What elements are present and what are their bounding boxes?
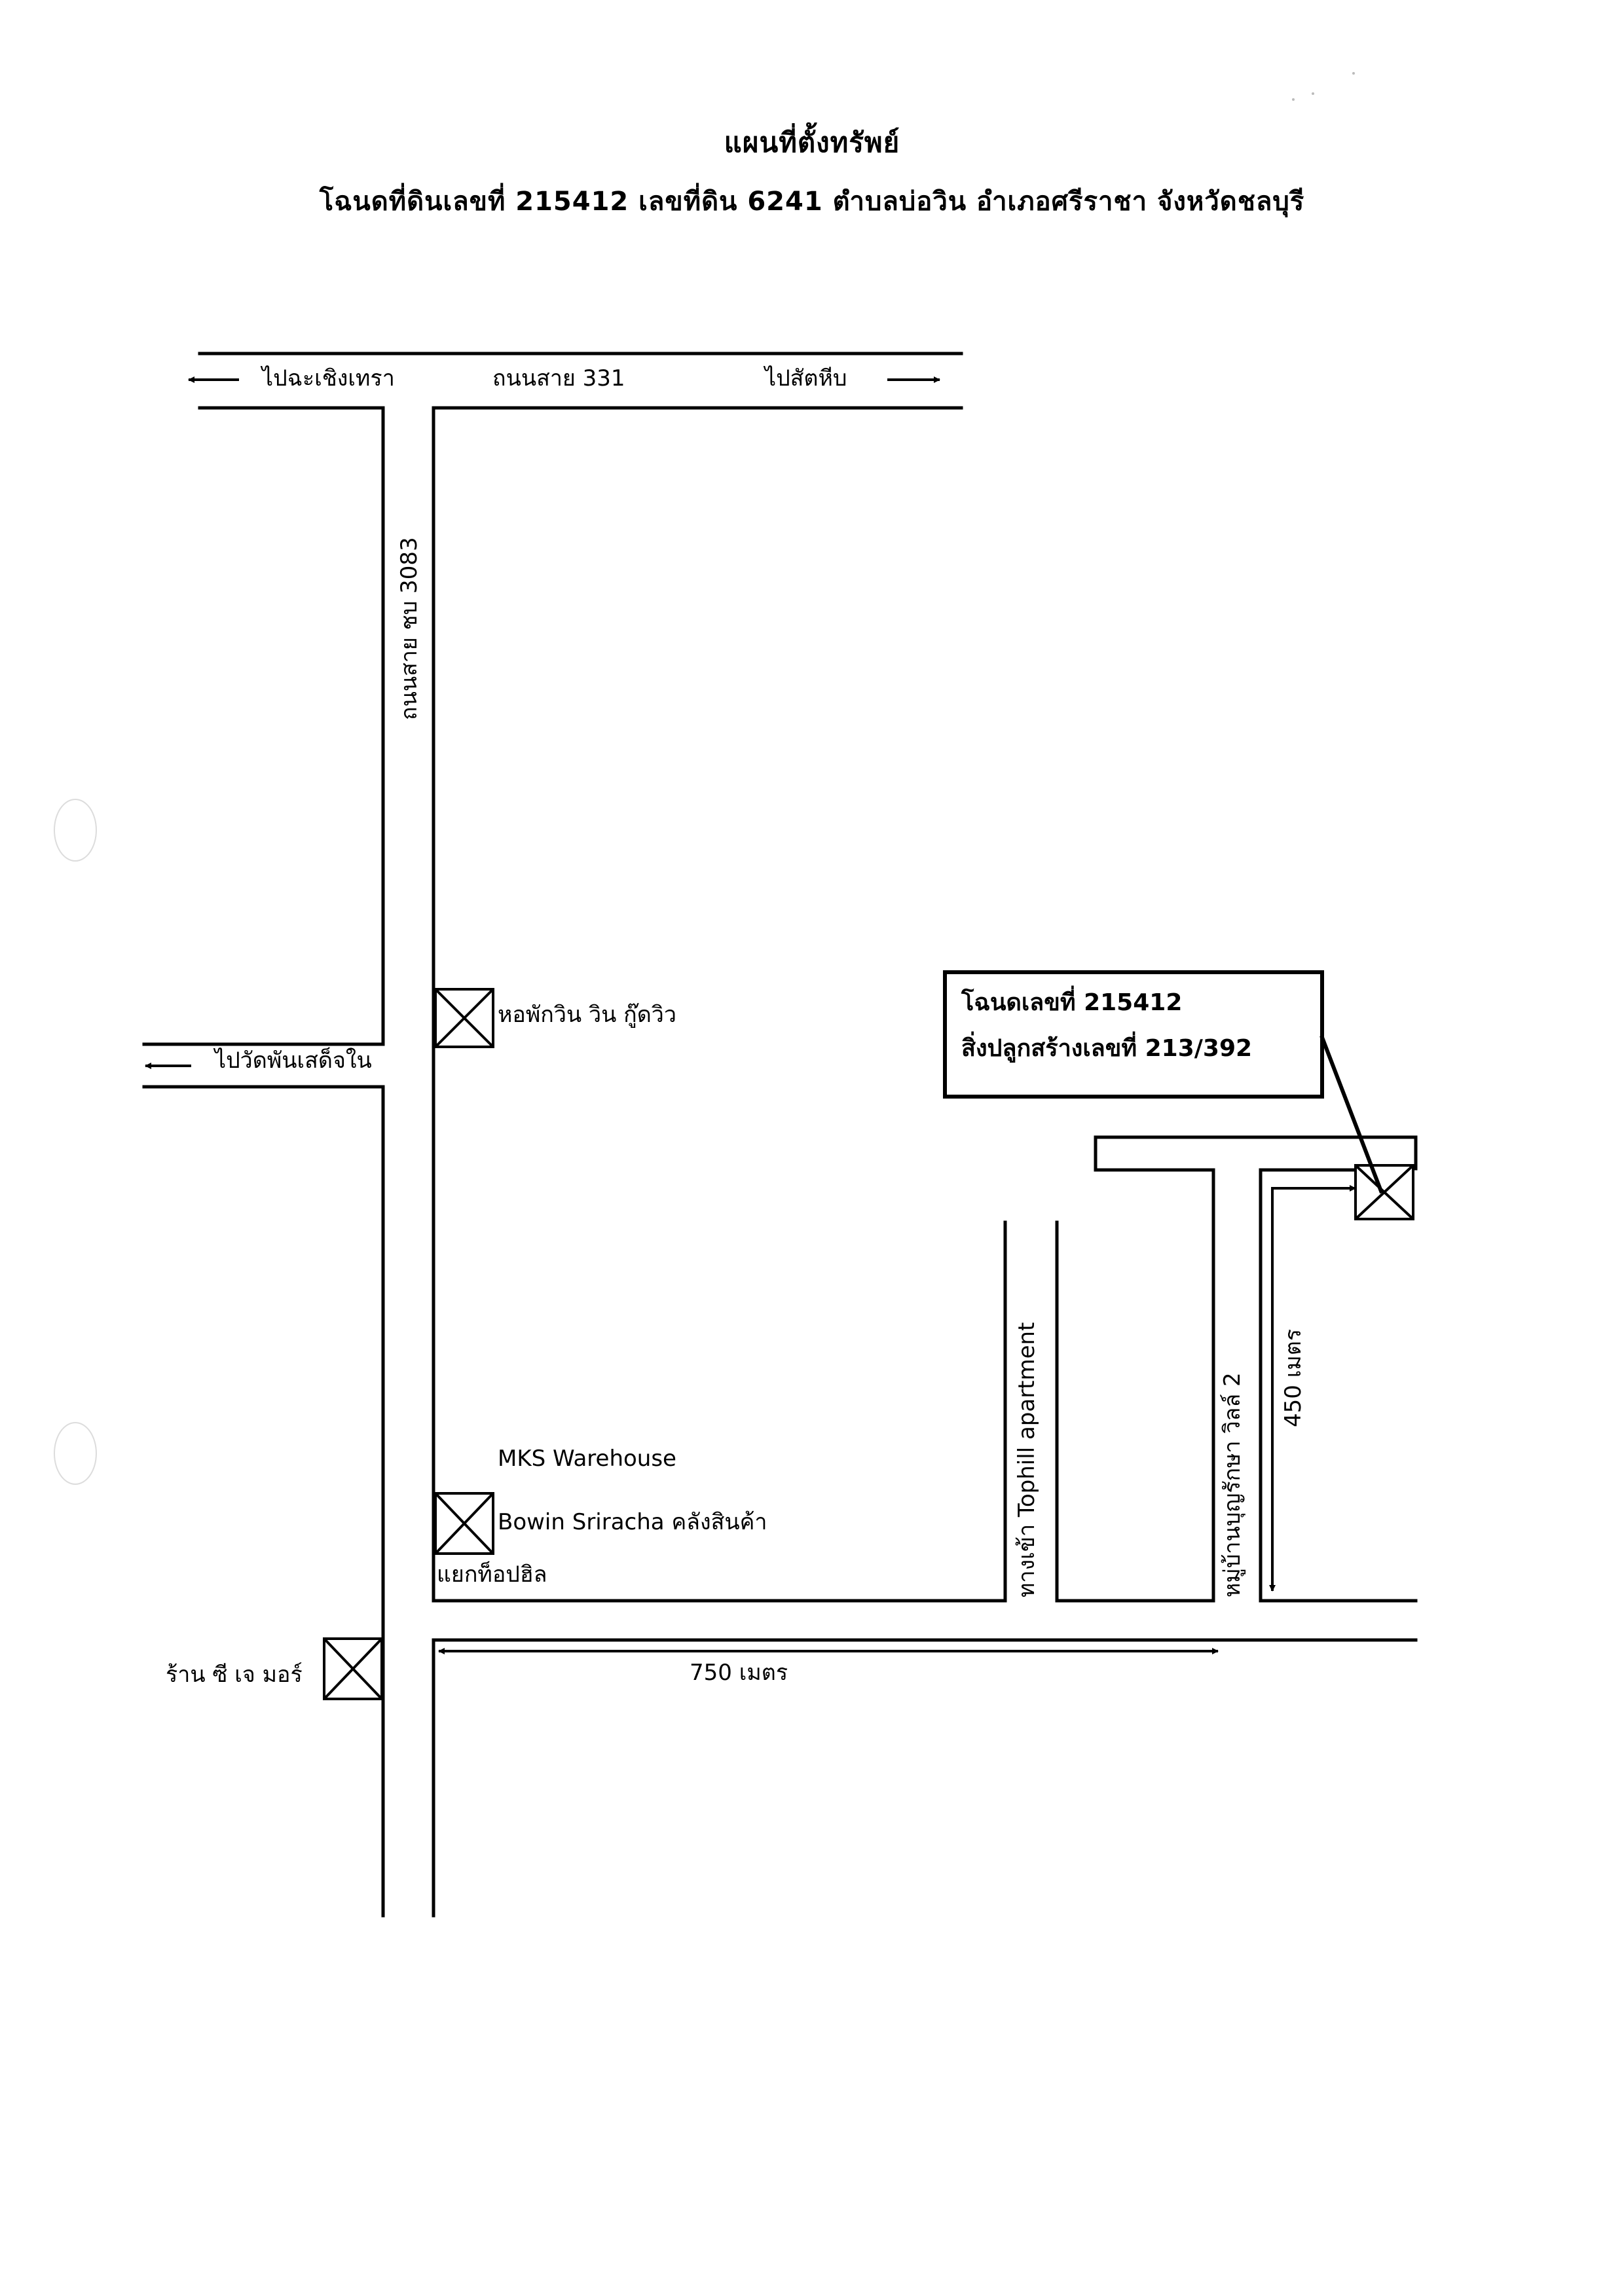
label-warehouse-line1: MKS Warehouse: [498, 1446, 676, 1472]
property-marker: [1354, 1164, 1414, 1220]
label-road-3083: ถนนสาย ชบ 3083: [396, 537, 422, 720]
warehouse-marker: [434, 1492, 494, 1555]
label-to-sattahip: ไปสัตหีบ: [765, 365, 847, 392]
page-subtitle: โฉนดที่ดินเลขที่ 215412 เลขที่ดิน 6241 ต…: [319, 187, 1305, 217]
dormitory-marker: [434, 988, 494, 1048]
label-tophill-road: ทางเข้า Tophill apartment: [1014, 1322, 1040, 1597]
property-callout-box: [943, 970, 1324, 1099]
label-village-road: หมู่บ้านบุญรักษา วิลล์ 2: [1219, 1372, 1246, 1597]
property-callout-pointer: [1320, 1034, 1384, 1194]
punch-hole-bottom: [54, 1422, 97, 1485]
property-building-number: สิ่งปลูกสร้างเลขที่ 213/392: [961, 1035, 1253, 1062]
label-to-chachoengsao: ไปฉะเชิงเทรา: [262, 365, 395, 392]
page-title: แผนที่ตั้งทรัพย์: [724, 126, 900, 158]
label-road-331: ถนนสาย 331: [492, 365, 625, 392]
label-dormitory: หอพักวิน วิน กู๊ดวิว: [498, 1002, 676, 1028]
label-shop: ร้าน ซี เจ มอร์: [166, 1662, 303, 1688]
label-warehouse-line2: Bowin Sriracha คลังสินค้า: [498, 1509, 767, 1535]
label-tophill-junction: แยกท็อปฮิล: [437, 1561, 547, 1588]
property-deed-number: โฉนดเลขที่ 215412: [961, 989, 1183, 1016]
label-to-wat-phanseddet: ไปวัดพันเสด็จใน: [215, 1048, 372, 1074]
label-distance-450m: 450 เมตร: [1280, 1328, 1306, 1427]
shop-marker: [323, 1637, 383, 1700]
label-distance-750m: 750 เมตร: [690, 1660, 788, 1686]
punch-hole-top: [54, 799, 97, 862]
